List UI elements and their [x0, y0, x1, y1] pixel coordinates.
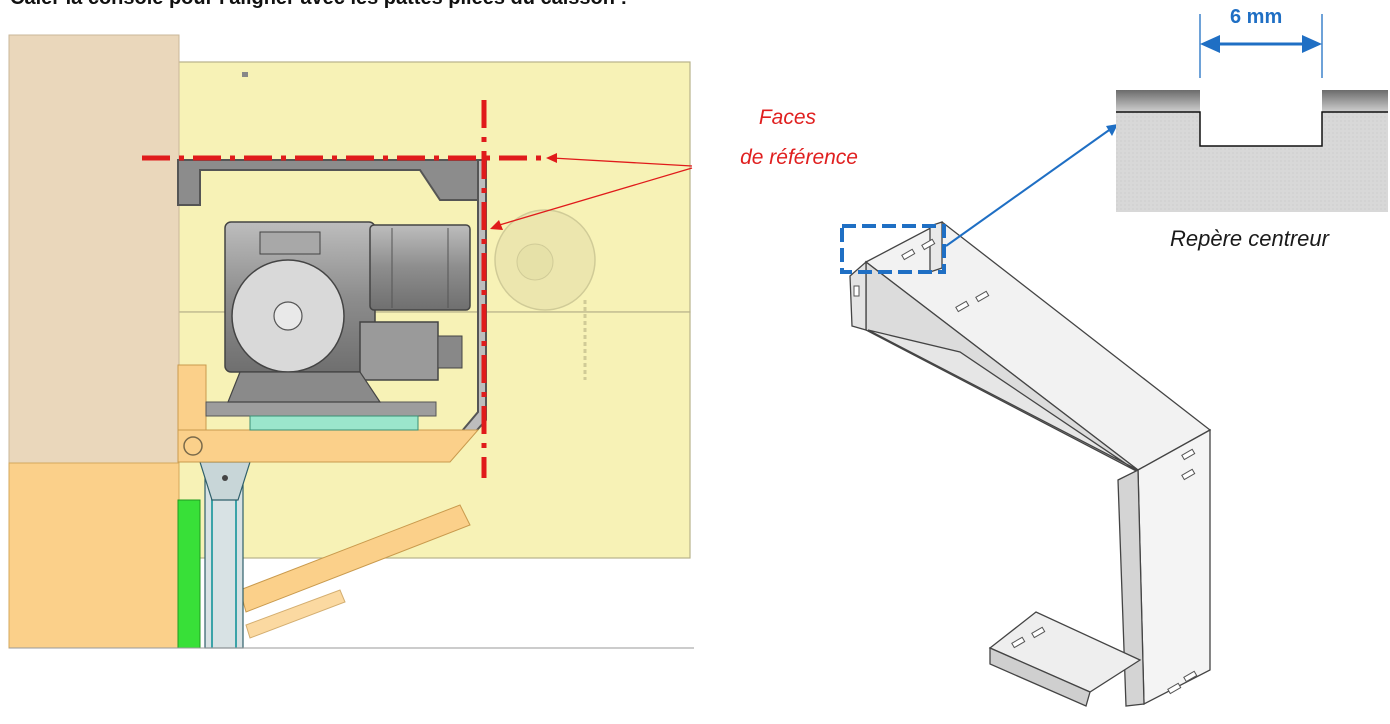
- console-isometric: [849, 221, 1212, 707]
- dimension-6mm: [1199, 14, 1323, 78]
- page-title: Caler la console pour l'aligner avec les…: [10, 0, 627, 10]
- detail-highlight-box: [840, 224, 946, 274]
- green-post: [177, 499, 201, 649]
- wood-block: [8, 462, 180, 649]
- wall: [8, 34, 180, 464]
- repere-centreur-label: Repère centreur: [1170, 226, 1329, 251]
- reference-arrow-side: [495, 167, 693, 227]
- assembly-view: [8, 34, 694, 649]
- faces-label-line2: de référence: [740, 146, 858, 169]
- reference-arrow-top: [551, 157, 693, 167]
- motor: [224, 221, 471, 403]
- wood-beam: [239, 504, 471, 613]
- dimension-label: 6 mm: [1230, 6, 1283, 28]
- pulley-ghost: [494, 209, 596, 380]
- faces-label-line1: Faces: [758, 106, 816, 129]
- bolt-hex: [183, 436, 203, 456]
- centring-mark-detail: [1116, 90, 1388, 212]
- detail-leader-arrow: [945, 127, 1113, 247]
